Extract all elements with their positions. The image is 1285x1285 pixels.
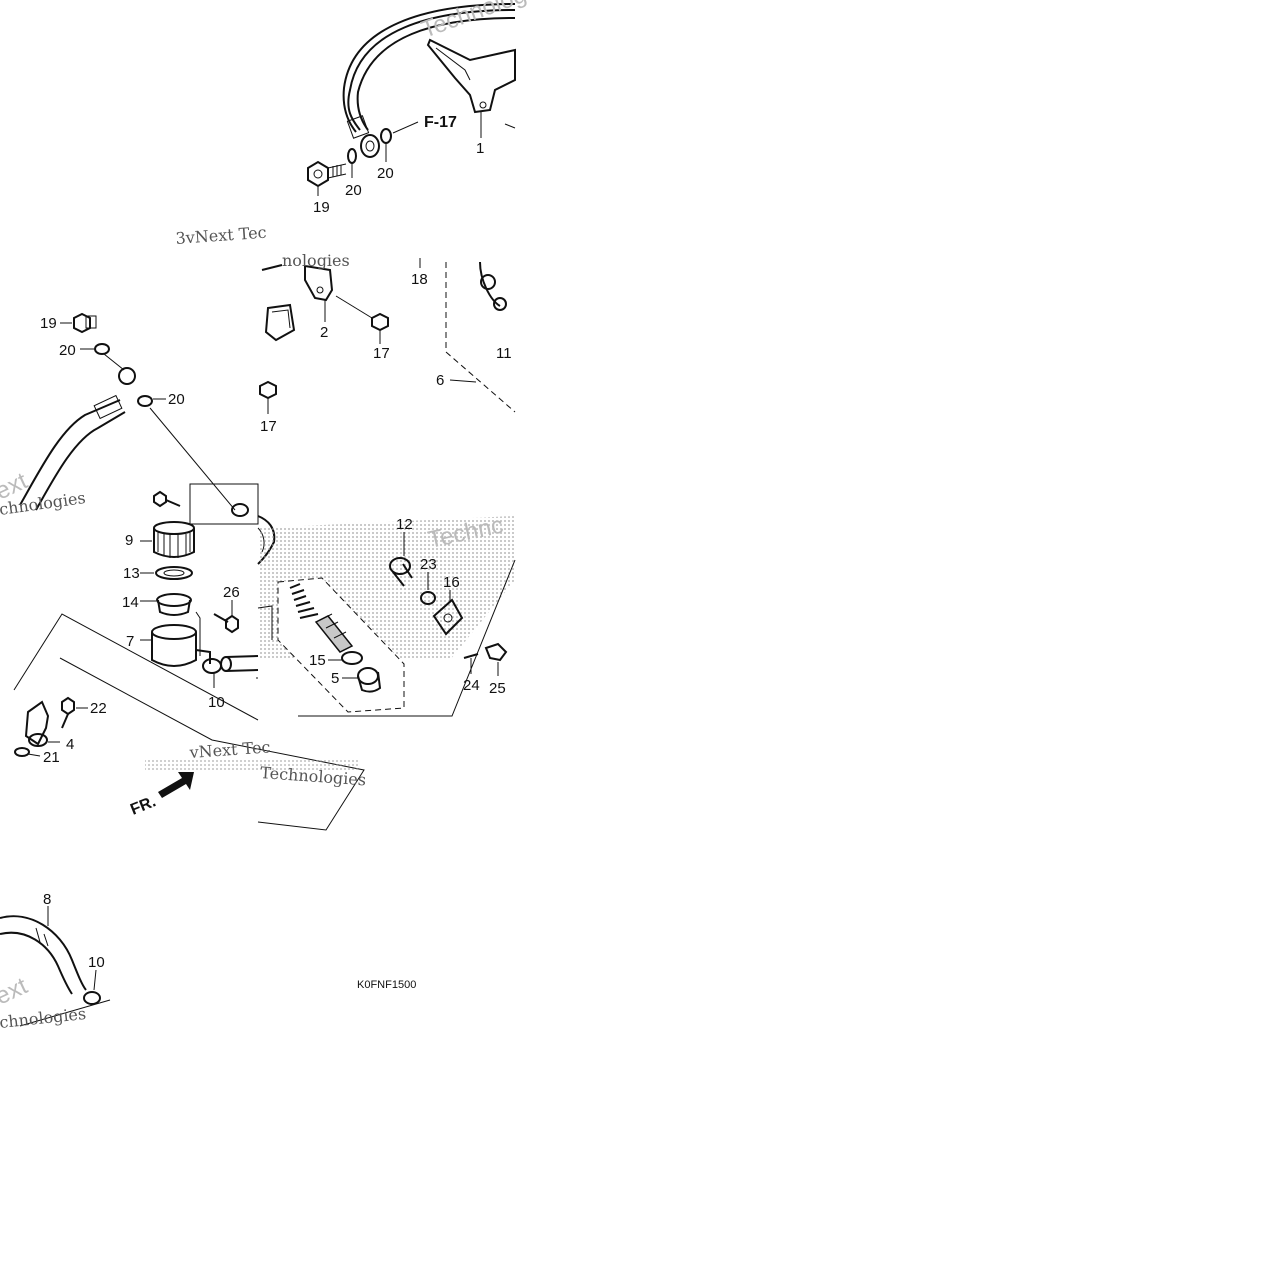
callout-1: 1: [476, 140, 484, 157]
callouts: 1 2 4 5 6 7 8 9 10 10 11 12 13 14 15 16 …: [40, 114, 512, 991]
rod-end-25: [484, 642, 508, 676]
bracket-1: [426, 38, 516, 114]
plate-13: [155, 566, 193, 580]
callout-16: 16: [443, 574, 460, 591]
banjo-fitting-left: [118, 367, 136, 385]
front-direction-label: FR.: [128, 793, 158, 818]
callout-17-b: 17: [260, 418, 277, 435]
callout-15: 15: [309, 652, 326, 669]
top-hose-group: [307, 3, 516, 196]
callout-19-a: 19: [313, 199, 330, 216]
callout-2: 2: [320, 324, 328, 341]
callout-18: 18: [411, 271, 428, 288]
callout-20-d: 20: [168, 391, 185, 408]
callout-9: 9: [125, 532, 133, 549]
callout-6: 6: [436, 372, 444, 389]
bolt-19-top: [307, 160, 347, 188]
reservoir-7: [151, 624, 211, 667]
reservoir-group: [140, 483, 276, 688]
callout-23: 23: [420, 556, 437, 573]
front-arrow: [158, 772, 194, 798]
spring: [289, 583, 319, 619]
washer-20-d: [137, 395, 153, 407]
hose-8: [0, 915, 87, 991]
holder-16: [432, 590, 464, 636]
callout-4: 4: [66, 736, 74, 753]
nut-23: [420, 591, 436, 605]
bolt-26: [213, 600, 239, 634]
callout-24: 24: [463, 677, 480, 694]
circlip-15: [341, 651, 363, 665]
callout-20-b: 20: [377, 165, 394, 182]
reference-label: F-17: [424, 114, 457, 131]
callout-12: 12: [396, 516, 413, 533]
reservoir-cap-9: [153, 521, 195, 558]
top-hose: [347, 9, 516, 131]
callout-17-a: 17: [373, 345, 390, 362]
callout-7: 7: [126, 633, 134, 650]
watermark-5: Technologies: [418, 0, 559, 44]
joint-4: [24, 700, 60, 747]
callout-20-c: 20: [59, 342, 76, 359]
callout-21: 21: [43, 749, 60, 766]
bolt-17-b: [259, 380, 277, 414]
callout-8: 8: [43, 891, 51, 908]
bracket-6: [445, 262, 516, 413]
watermark-1: 3vNext Tec: [175, 223, 267, 248]
washer-20-a: [347, 148, 357, 164]
bolt-top-reservoir: [153, 490, 181, 508]
callout-10-a: 10: [208, 694, 225, 711]
bolt-12: [389, 532, 413, 587]
watermark-8: ext: [0, 972, 32, 1010]
bolt-19-left: [60, 312, 97, 334]
callout-26: 26: [223, 584, 240, 601]
left-hose-group: [19, 312, 236, 511]
watermark-3: nologies: [282, 251, 350, 270]
clip-10-b: [83, 991, 101, 1005]
callout-25: 25: [489, 680, 506, 697]
washer-20-b: [380, 128, 392, 144]
callout-14: 14: [122, 594, 139, 611]
oring-21: [14, 747, 30, 757]
bolt-17-a: [335, 295, 389, 332]
bracket-2: [304, 264, 334, 302]
callout-19-b: 19: [40, 315, 57, 332]
boot-5: [357, 667, 382, 693]
hose-8-group: [0, 906, 111, 1027]
diaphragm-14: [156, 593, 192, 616]
master-cylinder-panel: [256, 516, 516, 717]
watermarks: 3vNext Tec vNext Tec nologies Technologi…: [0, 0, 559, 1032]
callout-20-a: 20: [345, 182, 362, 199]
bolt-22: [61, 696, 88, 729]
callout-22: 22: [90, 700, 107, 717]
lower-left-group: [13, 613, 365, 831]
detail-panel-upper: [258, 258, 516, 428]
hose-stub: [220, 655, 259, 672]
callout-5: 5: [331, 670, 339, 687]
pin-24: [463, 653, 479, 674]
callout-13: 13: [123, 565, 140, 582]
washer-20-c: [94, 343, 110, 355]
callout-11: 11: [496, 345, 512, 362]
banjo-fitting-top: [360, 134, 380, 158]
clip-10-a: [202, 658, 222, 688]
diagram-code: K0FNF1500: [357, 979, 416, 991]
piston-assembly: [314, 613, 354, 653]
callout-10-b: 10: [88, 954, 105, 971]
watermark-9: chnologies: [0, 1004, 87, 1032]
